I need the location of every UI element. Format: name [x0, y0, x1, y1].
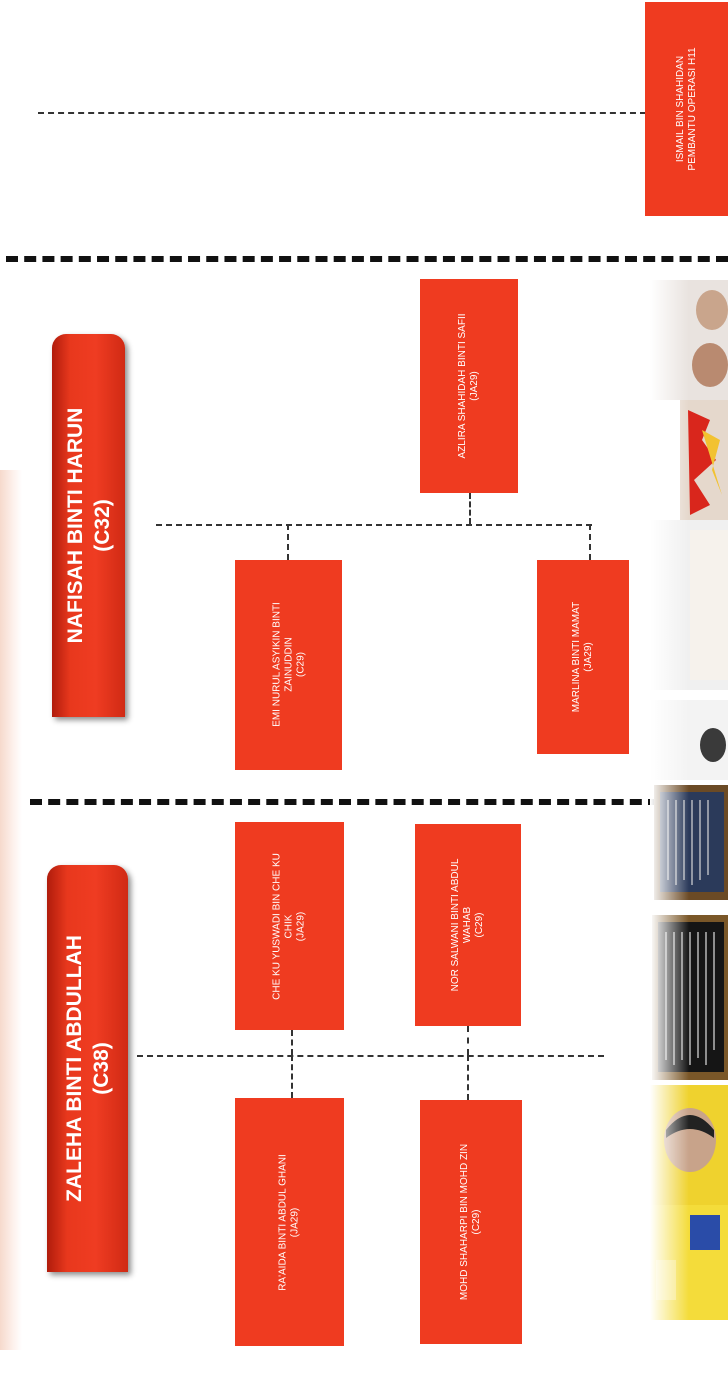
member-grade: (JA29)	[583, 642, 594, 672]
member-name: RA'AIDA BINTI ABDUL GHANI	[277, 1154, 288, 1291]
member-name: MOHD SHAHARPI BIN MOHD ZIN	[459, 1143, 470, 1301]
member-grade: (JA29)	[469, 371, 480, 401]
member-name: CHE KU YUSWADI BIN CHE KU CHIK	[271, 853, 294, 1000]
unit1-connector-line	[156, 524, 592, 526]
unit1-member-box: EMI NURUL ASYIKIN BINTI ZAINUDDIN(C29)	[235, 560, 342, 770]
unit1-connector-emi	[287, 524, 289, 560]
member-name: NOR SALWANI BINTI ABDUL WAHAB	[450, 858, 473, 992]
unit1-member-box: AZLIRA SHAHIDAH BINTI SAFII(JA29)	[420, 279, 518, 493]
unit2-member-box: MOHD SHAHARPI BIN MOHD ZIN(C29)	[420, 1100, 522, 1344]
watermark-band	[0, 470, 22, 1350]
member-name: EMI NURUL ASYIKIN BINTI ZAINUDDIN	[271, 602, 294, 727]
unit2-head-name: ZALEHA BINTI ABDULLAH	[62, 935, 86, 1202]
unit2-member-box: CHE KU YUSWADI BIN CHE KU CHIK(JA29)	[235, 822, 344, 1030]
unit2-connector-cheku	[291, 1030, 293, 1055]
member-grade: (C29)	[295, 652, 306, 678]
member-name: AZLIRA SHAHIDAH BINTI SAFII	[457, 313, 468, 459]
unit2-connector-raaida	[291, 1055, 293, 1098]
unit1-head-grade: (C32)	[90, 499, 114, 552]
unit2-member-box: RA'AIDA BINTI ABDUL GHANI(JA29)	[235, 1098, 344, 1346]
photo-collage-graphic	[650, 280, 728, 1320]
top-officer-title: PEMBANTU OPERASI H11	[687, 47, 698, 171]
unit1-connector-azlira	[469, 493, 471, 524]
unit2-member-box: NOR SALWANI BINTI ABDUL WAHAB(C29)	[415, 824, 521, 1026]
unit1-member-box: MARLINA BINTI MAMAT(JA29)	[537, 560, 629, 754]
unit2-connector-norsalwani	[467, 1026, 469, 1055]
top-officer-name: ISMAIL BIN SHAHIDAN	[675, 55, 686, 163]
unit2-head-box: ZALEHA BINTI ABDULLAH(C38)	[47, 865, 128, 1272]
member-grade: (C29)	[471, 1209, 482, 1235]
member-grade: (C29)	[474, 912, 485, 938]
photo-collage	[650, 280, 728, 1320]
section-divider-1	[6, 256, 728, 262]
unit2-connector-line	[137, 1055, 604, 1057]
member-name: MARLINA BINTI MAMAT	[571, 601, 582, 713]
unit1-connector-marlina	[589, 524, 591, 560]
member-grade: (JA29)	[295, 911, 306, 942]
top-connector-line	[38, 112, 646, 114]
unit1-head-box: NAFISAH BINTI HARUN(C32)	[52, 334, 125, 717]
section-divider-2	[30, 799, 660, 805]
unit1-head-name: NAFISAH BINTI HARUN	[63, 407, 87, 644]
member-grade: (JA29)	[289, 1207, 300, 1238]
unit2-connector-shaharpi	[467, 1055, 469, 1100]
unit2-head-grade: (C38)	[89, 1042, 113, 1095]
